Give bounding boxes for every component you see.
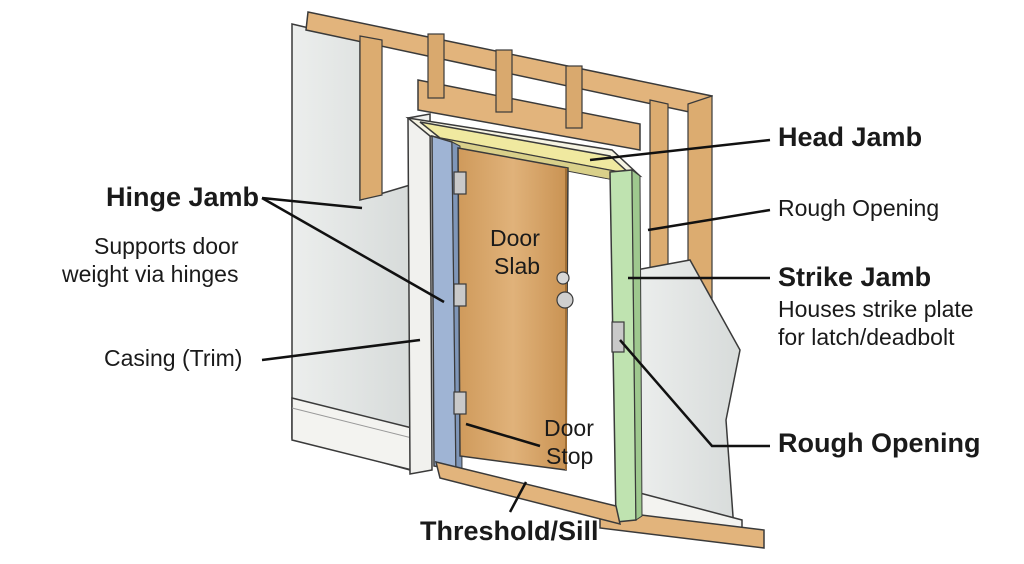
label-casing: Casing (Trim)	[104, 345, 243, 371]
door-knob	[556, 291, 574, 309]
bottom-plate	[599, 509, 765, 549]
hinge	[453, 391, 467, 415]
cripple-stud	[495, 49, 513, 113]
label-door-slab-2: Slab	[494, 253, 541, 279]
label-hinge-jamb-desc-2: weight via hinges	[62, 261, 239, 287]
left-king-stud	[359, 35, 383, 201]
label-rough-opening-top: Rough Opening	[778, 195, 940, 221]
cripple-stud	[565, 65, 583, 129]
label-hinge-jamb-desc-1: Supports door	[94, 233, 239, 259]
casing-left	[407, 113, 433, 475]
label-hinge-jamb: Hinge Jamb	[106, 182, 260, 212]
label-threshold-sill: Threshold/Sill	[420, 516, 599, 546]
leader-head-jamb	[589, 138, 771, 162]
label-door-stop-1: Door	[544, 415, 594, 441]
label-strike-jamb-desc-1: Houses strike plate	[778, 296, 974, 322]
door-opening	[560, 172, 616, 520]
hinge	[453, 171, 467, 195]
leader-hinge-jamb-a	[261, 196, 363, 210]
leader-rough-opening-bottom	[619, 339, 770, 448]
label-door-stop-2: Stop	[546, 443, 594, 469]
cripple-stud	[427, 33, 445, 99]
leader-rough-opening-top	[647, 208, 771, 232]
door-knob	[556, 271, 570, 285]
leader-casing	[261, 338, 421, 362]
leader-threshold	[508, 481, 528, 513]
leader-hinge-jamb-b	[261, 196, 445, 304]
hinge	[453, 283, 467, 307]
label-strike-jamb: Strike Jamb	[778, 262, 932, 292]
leader-door-stop	[465, 422, 541, 448]
strike-plate	[611, 321, 625, 353]
label-strike-jamb-desc-2: for latch/deadbolt	[778, 324, 955, 350]
leader-lines	[261, 138, 771, 513]
label-head-jamb: Head Jamb	[778, 122, 923, 152]
label-rough-opening-bottom: Rough Opening	[778, 428, 981, 458]
right-drywall	[635, 259, 741, 531]
threshold-sill	[434, 460, 621, 526]
label-door-slab-1: Door	[490, 225, 540, 251]
